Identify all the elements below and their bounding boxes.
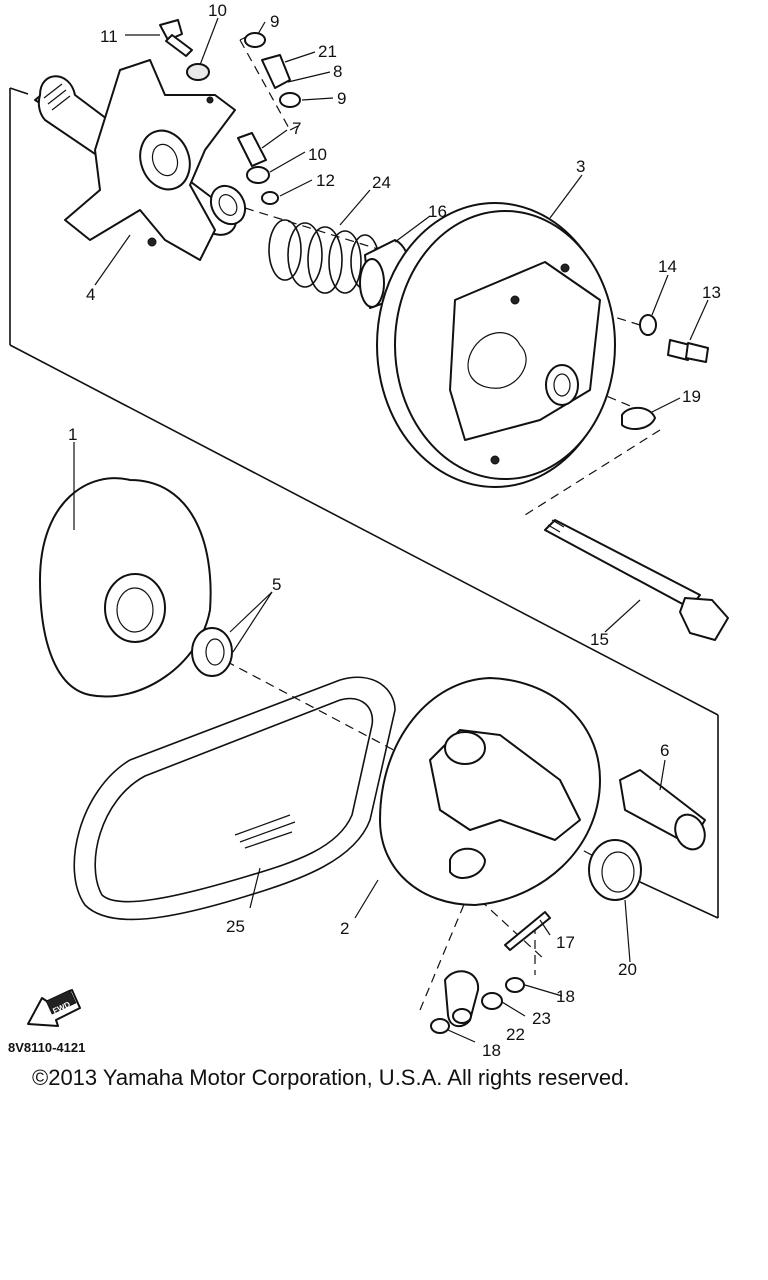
callout-2: 2	[340, 919, 349, 938]
shaft-and-spider-assembly	[34, 59, 247, 261]
cover-plate	[376, 202, 616, 488]
callout-19: 19	[682, 387, 701, 406]
drive-belt	[73, 676, 396, 921]
callout-23: 23	[532, 1009, 551, 1028]
callout-9-top: 9	[270, 12, 279, 31]
assembly-frame	[9, 87, 719, 919]
callout-21: 21	[318, 42, 337, 61]
callout-3: 3	[576, 157, 585, 176]
callout-12: 12	[316, 171, 335, 190]
callout-labels: 11 10 9 21 8 9 7 10 12 24 16 3 4 14 13 1…	[68, 1, 721, 1060]
callout-20: 20	[618, 960, 637, 979]
cam-weight-hardware	[430, 911, 551, 1034]
callout-18-right: 18	[556, 987, 575, 1006]
callout-8: 8	[333, 62, 342, 81]
callout-6: 6	[660, 741, 669, 760]
callout-4: 4	[86, 285, 95, 304]
callout-10-bottom: 10	[308, 145, 327, 164]
leader-lines	[73, 17, 709, 1043]
copyright-notice: ©2013 Yamaha Motor Corporation, U.S.A. A…	[32, 1065, 630, 1090]
bushings	[191, 627, 233, 677]
callout-25: 25	[226, 917, 245, 936]
callout-18-left: 18	[482, 1041, 501, 1060]
callout-13: 13	[702, 283, 721, 302]
callout-10-top: 10	[208, 1, 227, 20]
callout-24: 24	[372, 173, 391, 192]
spider-hardware	[159, 19, 301, 205]
callout-1: 1	[68, 425, 77, 444]
sleeve-and-ring	[588, 769, 706, 901]
parts-diagram: 11 10 9 21 8 9 7 10 12 24 16 3 4 14 13 1…	[8, 1, 729, 1060]
callout-5: 5	[272, 575, 281, 594]
callout-16: 16	[428, 202, 447, 221]
callout-9-bottom: 9	[337, 89, 346, 108]
long-bolt	[544, 519, 729, 641]
cover-fasteners	[621, 314, 709, 431]
fixed-sheave-assembly	[379, 677, 601, 906]
callout-22: 22	[506, 1025, 525, 1044]
callout-14: 14	[658, 257, 677, 276]
drawing-code: 8V8110-4121	[8, 1040, 85, 1055]
sheave-disc	[39, 477, 212, 698]
callout-17: 17	[556, 933, 575, 952]
callout-7: 7	[292, 119, 301, 138]
callout-15: 15	[590, 630, 609, 649]
forward-arrow-icon: FWD	[27, 989, 81, 1027]
callout-11: 11	[100, 27, 118, 46]
